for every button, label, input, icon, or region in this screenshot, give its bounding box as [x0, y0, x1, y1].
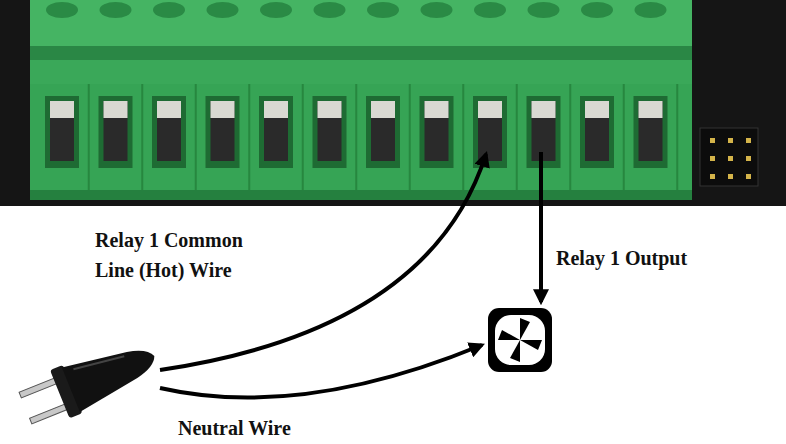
screw-terminal	[473, 2, 517, 190]
screw-terminal	[313, 2, 357, 190]
screw-terminal	[420, 2, 464, 190]
screw-terminal	[206, 2, 250, 190]
header-pin	[746, 174, 751, 179]
header-pin	[710, 138, 715, 143]
screw-terminal	[366, 2, 410, 190]
board-background	[0, 0, 786, 206]
screw-terminal	[527, 2, 571, 190]
header-pin	[746, 156, 751, 161]
header-pin	[728, 156, 733, 161]
screw-terminal	[580, 2, 624, 190]
header-pin	[728, 174, 733, 179]
power-plug	[16, 332, 164, 432]
output-wire	[539, 152, 543, 302]
header-pin	[710, 156, 715, 161]
terminal-block	[30, 0, 692, 200]
screw-terminal	[99, 2, 143, 190]
header-pin	[746, 138, 751, 143]
fan-symbol	[488, 308, 552, 372]
pin-header	[700, 128, 758, 186]
header-pin	[710, 174, 715, 179]
screw-terminal	[152, 2, 196, 190]
screw-terminal	[634, 2, 678, 190]
neutral-wire	[160, 345, 482, 398]
wire-label: Neutral Wire	[178, 413, 378, 443]
screw-terminal	[45, 2, 89, 190]
terminal-openings	[45, 2, 677, 190]
header-pin	[728, 138, 733, 143]
screw-terminal	[259, 2, 303, 190]
wire-label: Relay 1 Output	[556, 243, 756, 273]
wire-label: Relay 1 Common Line (Hot) Wire	[95, 225, 273, 285]
